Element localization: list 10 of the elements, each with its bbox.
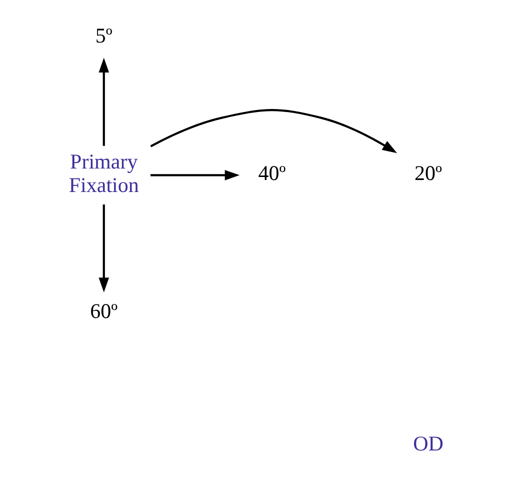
- arrow: [150, 170, 240, 180]
- label: OD: [413, 432, 444, 456]
- node-text: Primary Fixation: [68, 149, 139, 197]
- node-text: 5º: [95, 23, 112, 48]
- node-text: 20º: [414, 161, 442, 186]
- arrow: [98, 58, 110, 146]
- node-text: 60º: [90, 299, 118, 324]
- arrow: [150, 109, 398, 154]
- node-text: 40º: [258, 161, 286, 186]
- arrow: [98, 204, 110, 292]
